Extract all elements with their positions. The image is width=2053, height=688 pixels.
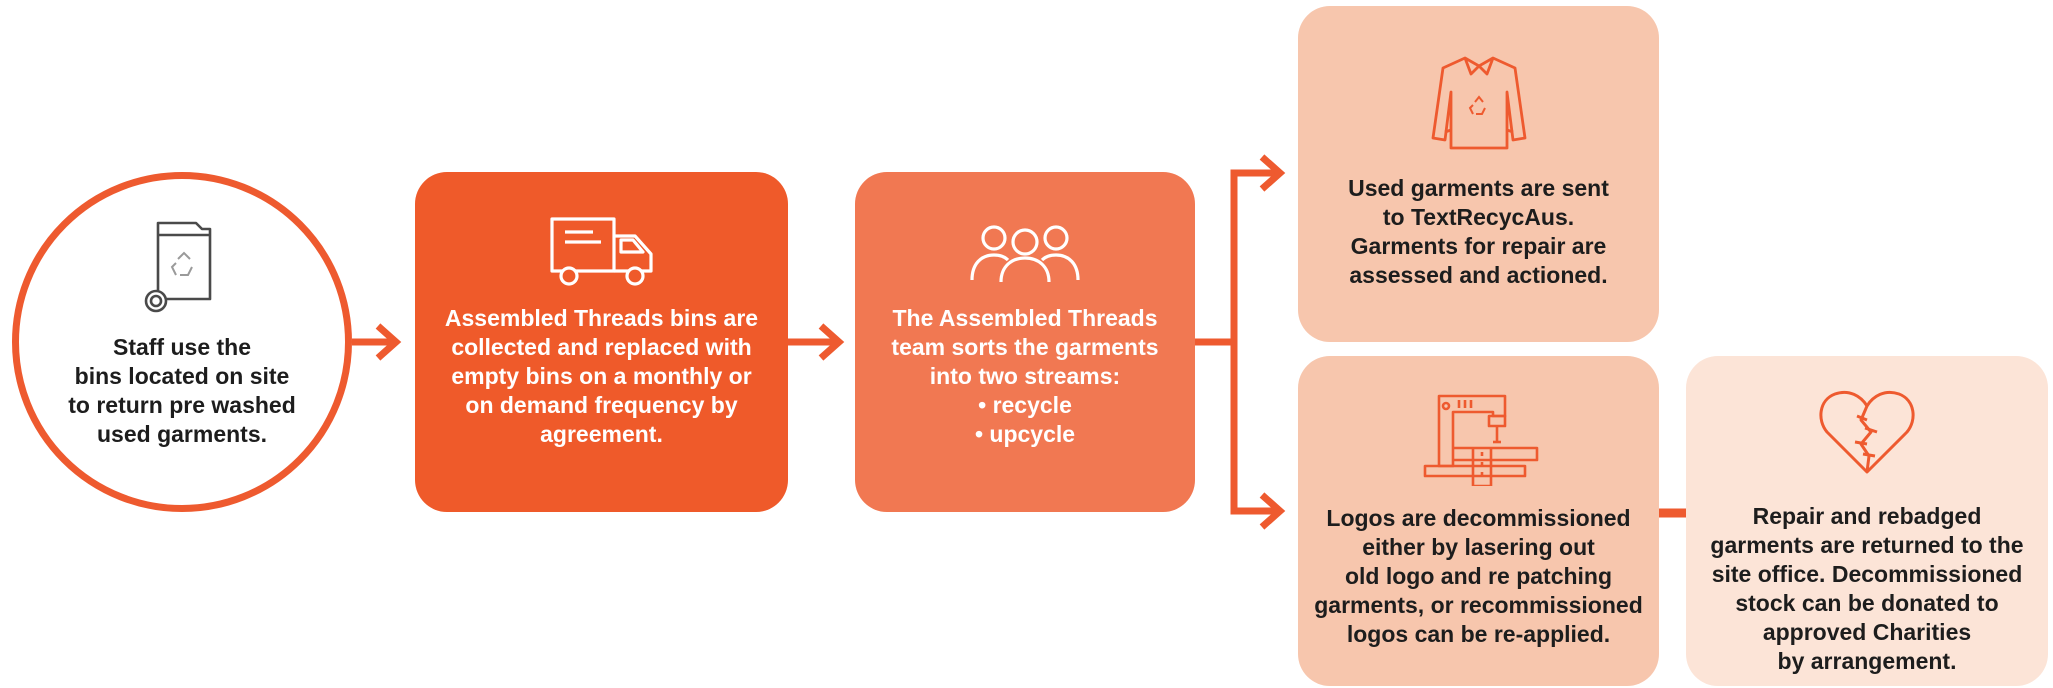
return-line-3: site office. Decommissioned	[1711, 561, 2023, 587]
recycle-stream-step: Used garments are sent to TextRecycAus. …	[1298, 6, 1659, 342]
stitched-heart-icon	[1819, 390, 1915, 474]
arrowhead	[1259, 154, 1286, 192]
sewing-machine-icon	[1423, 394, 1538, 486]
sorting-line-3: into two streams:	[929, 363, 1121, 389]
upcycle-line-1: Logos are decommissioned	[1326, 505, 1631, 531]
return-line-1: Repair and rebadged	[1752, 503, 1982, 529]
return-line-5: approved Charities	[1762, 619, 1972, 645]
bin-collection-step: Assembled Threads bins are collected and…	[415, 172, 788, 512]
recycle-line-4: assessed and actioned.	[1349, 262, 1608, 288]
recycle-line-2: to TextRecycAus.	[1382, 204, 1575, 230]
sorting-step: The Assembled Threads team sorts the gar…	[855, 172, 1195, 512]
staff-line-3: to return	[68, 392, 170, 418]
staff-emphasis: pre washed	[169, 392, 296, 418]
staff-line-4: used garments.	[97, 421, 267, 447]
arrowhead	[1259, 492, 1286, 530]
team-people-icon	[970, 225, 1080, 283]
collection-line-1: Assembled Threads bins are	[444, 305, 759, 331]
upcycle-stream-step: Logos are decommissioned either by laser…	[1298, 356, 1659, 686]
recycle-line-3: Garments for repair are	[1350, 233, 1607, 259]
staff-line-2: bins located on site	[74, 363, 290, 389]
collection-line-3: empty bins on a monthly or	[451, 363, 752, 389]
upcycle-line-3: old logo and re patching	[1344, 563, 1613, 589]
sorting-line-2: team sorts the garments	[891, 334, 1159, 360]
branch-connector	[1230, 169, 1276, 515]
stream-item-recycle: recycle	[891, 391, 1158, 420]
arrowhead	[818, 323, 845, 361]
delivery-truck-icon	[549, 217, 653, 286]
collection-line-2: collected and replaced with	[451, 334, 752, 360]
staff-line-1: Staff use the	[112, 334, 252, 360]
return-line-2: garments are returned to the	[1710, 532, 2024, 558]
recycled-shirt-icon	[1431, 56, 1526, 150]
arrowhead	[375, 323, 402, 361]
return-line-4: stock can be donated to	[1735, 590, 1999, 616]
return-donation-step: Repair and rebadged garments are returne…	[1686, 356, 2048, 686]
staff-return-step: Staff use the bins located on site to re…	[12, 172, 352, 512]
return-line-6: by arrangement.	[1777, 648, 1957, 674]
recycling-bin-icon	[144, 221, 212, 313]
upcycle-line-4: garments, or recommissioned	[1314, 592, 1643, 618]
upcycle-line-5: logos can be re-applied.	[1346, 621, 1611, 647]
collection-line-5: agreement.	[540, 421, 663, 447]
stream-list: recycle upcycle	[891, 391, 1158, 449]
collection-line-4: on demand frequency by	[465, 392, 738, 418]
stream-item-upcycle: upcycle	[891, 420, 1158, 449]
sorting-line-1: The Assembled Threads	[892, 305, 1158, 331]
upcycle-line-2: either by lasering out	[1362, 534, 1595, 560]
recycle-line-1: Used garments are sent	[1348, 175, 1609, 201]
